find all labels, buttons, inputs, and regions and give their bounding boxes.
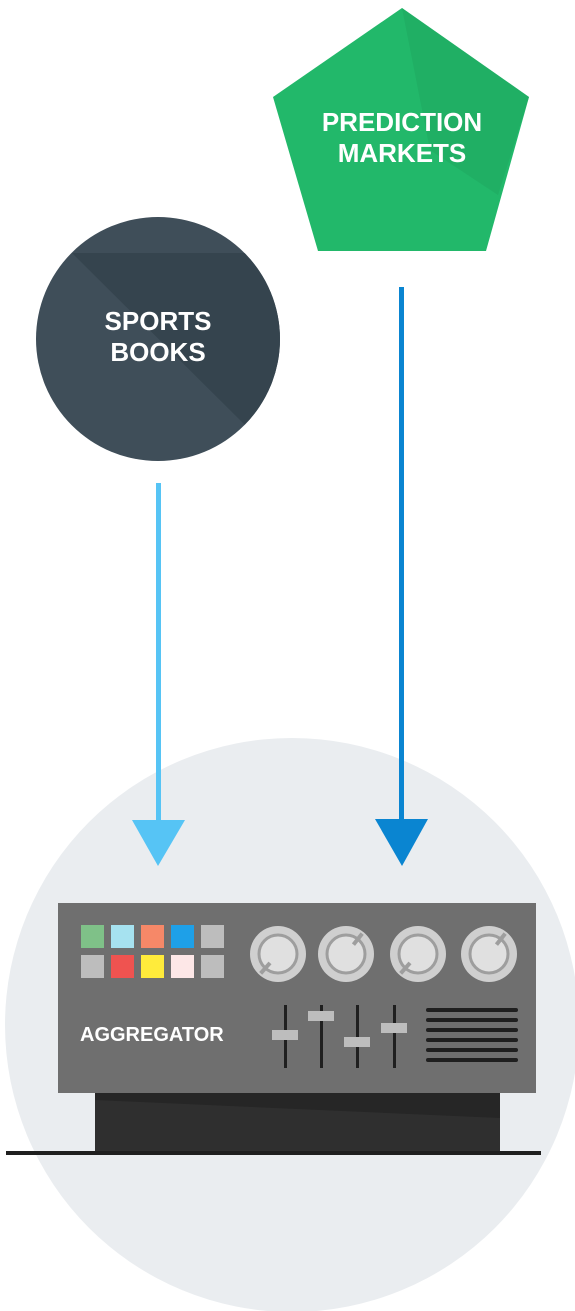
vent-line [426, 1058, 518, 1062]
sports-books-label-line2: BOOKS [110, 337, 205, 367]
vent-line [426, 1018, 518, 1022]
color-pad [81, 925, 104, 948]
vent-line [426, 1048, 518, 1052]
vent-line [426, 1038, 518, 1042]
color-pad [201, 925, 224, 948]
knob-inner [327, 935, 365, 973]
fader-handle [272, 1030, 298, 1040]
color-pad [201, 955, 224, 978]
fader-handle [381, 1023, 407, 1033]
color-pad [171, 955, 194, 978]
prediction-markets-arrow-shaft [399, 287, 404, 822]
knob-inner [470, 935, 508, 973]
sports-books-node: SPORTS BOOKS [36, 217, 280, 461]
vent-line [426, 1008, 518, 1012]
color-pad [111, 955, 134, 978]
fader-handle [344, 1037, 370, 1047]
vent-line [426, 1028, 518, 1032]
fader-track [393, 1005, 396, 1068]
color-pad [141, 925, 164, 948]
prediction-markets-label-line1: PREDICTION [322, 107, 482, 137]
fader-handle [308, 1011, 334, 1021]
color-pad [141, 955, 164, 978]
sports-books-label-line1: SPORTS [105, 306, 212, 336]
color-pad [171, 925, 194, 948]
sports-books-arrow-shaft [156, 483, 161, 823]
prediction-markets-label-line2: MARKETS [338, 138, 467, 168]
aggregator-label: AGGREGATOR [80, 1024, 224, 1046]
fader-track [356, 1005, 359, 1068]
color-pad [81, 955, 104, 978]
floor-line [6, 1151, 541, 1155]
color-pad [111, 925, 134, 948]
prediction-markets-node: PREDICTION MARKETS [273, 8, 529, 251]
